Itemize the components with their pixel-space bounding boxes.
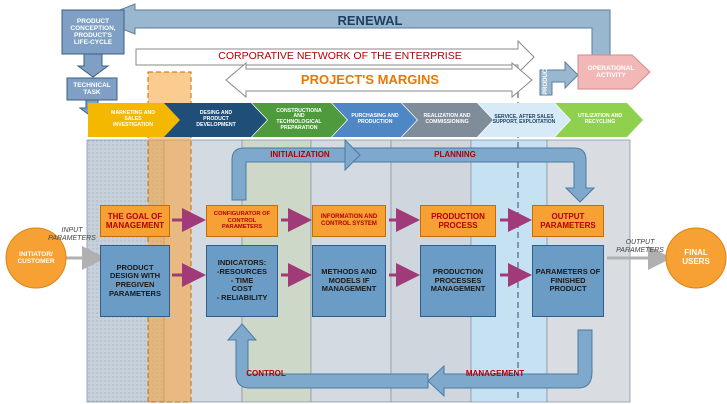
margins-label: PROJECT'S MARGINS <box>300 71 440 87</box>
stage-label-4: PURCHASING AND PRODUCTION <box>351 113 399 125</box>
control-loop <box>226 323 429 389</box>
product-conception-box <box>61 9 125 55</box>
stage-label-5: REALIZATION AND COMMISSIONING <box>423 113 471 125</box>
init-arrowhead <box>344 138 361 172</box>
product-conception-text: PRODUCT CONCEPTION, PRODUCT'S LIFE-CYCLE <box>70 17 116 47</box>
stage-label-1: MARKETING AND SALES INVESTIGATION <box>111 110 155 128</box>
final-users-circle <box>665 227 727 289</box>
initialization-label: INITIALIZATION <box>270 149 330 159</box>
management-loop <box>427 329 593 398</box>
product-design-box: PRODUCT DESIGN WITH PREGIVEN PARAMETERS <box>100 245 170 317</box>
network-label: CORPORATIVE NETWORK OF THE ENTERPRISE <box>218 50 462 63</box>
renewal-label: RENEWAL <box>337 12 403 28</box>
final-users-text: FINAL USERS <box>682 248 710 266</box>
production-management-box: PRODUCTION PROCESSES MANAGEMENT <box>420 245 496 317</box>
input-parameters-label: INPUT PARAMETERS <box>48 227 96 242</box>
stage-2 <box>164 103 267 137</box>
technical-task-text: TECHNICAL TASK <box>73 81 111 96</box>
finished-product-box: PARAMETERS OF FINISHED PRODUCT <box>532 245 604 317</box>
down-arrow <box>76 53 110 78</box>
planning-label: PLANNING <box>434 149 476 159</box>
stage-4 <box>332 103 417 137</box>
info-control-box: INFORMATION AND CONTROL SYSTEM <box>312 205 386 237</box>
network-arrow <box>135 39 535 75</box>
control-label: CONTROL <box>246 368 286 378</box>
initiator-text: INITIATOR/ CUSTOMER <box>17 250 55 265</box>
operational-activity-text: OPERATIONAL ACTIVITY <box>587 64 635 79</box>
configurator-box: CONFIGURATOR OF CONTROL PARAMETERS <box>206 205 278 237</box>
operational-activity-shape <box>577 54 651 90</box>
stage-label-7: UTILIZATION AND RECYCLING <box>577 113 623 125</box>
planning-loop <box>231 147 596 203</box>
methods-models-box: METHODS AND MODELS IF MANAGEMENT <box>312 245 386 317</box>
stage-1 <box>88 103 193 137</box>
stage-6 <box>478 103 570 137</box>
initiator-circle <box>5 227 67 289</box>
product-label: PRODUCT <box>542 65 549 95</box>
stage-label-3: CONSTRUCTIONA AND TECHNOLOGICAL PREPARAT… <box>276 107 322 131</box>
goal-box: THE GOAL OF MANAGEMENT <box>100 205 170 237</box>
output-parameters-box: OUTPUT PARAMETERS <box>532 205 604 237</box>
margins-arrow <box>225 61 533 99</box>
product-arrow <box>539 60 579 96</box>
stage-label-6: SERVICE, AFTER SALES SUPPORT, EXPLOITATI… <box>492 113 556 125</box>
stage-label-2: DESING AND PRODUCT DEVELOPMENT <box>196 110 236 128</box>
output-parameters-label: OUTPUT PARAMETERS <box>616 239 664 254</box>
stage-7 <box>555 103 643 137</box>
management-label: MANAGEMENT <box>465 368 525 378</box>
stage-5 <box>402 103 493 137</box>
indicators-box: INDICATORS: -RESOURCES - TIME COST - REL… <box>206 245 278 317</box>
stage-3 <box>252 103 347 137</box>
production-process-box: PRODUCTION PROCESS <box>420 205 496 237</box>
